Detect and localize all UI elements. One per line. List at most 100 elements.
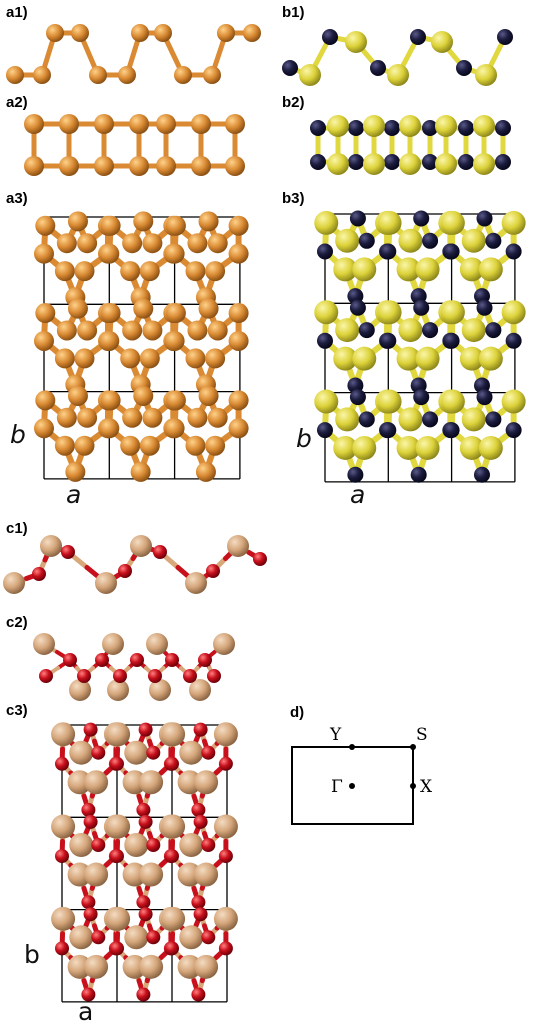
phosphorus-atom — [46, 24, 64, 42]
sulfur-atom — [396, 257, 421, 282]
dark-atom — [422, 120, 438, 136]
tan-atom — [177, 862, 202, 887]
tan-atom — [185, 572, 207, 594]
tan-atom — [40, 535, 62, 557]
phosphorus-atom — [228, 215, 249, 236]
sulfur-atom — [440, 389, 465, 414]
phosphorus-atom — [154, 24, 172, 42]
sulfur-atom — [435, 115, 457, 137]
phosphorus-atom — [99, 330, 120, 351]
sulfur-atom — [399, 153, 421, 175]
dark-atom — [317, 422, 333, 439]
red-atom — [91, 930, 106, 945]
tan-atom — [124, 832, 149, 857]
phosphorus-atom — [77, 407, 98, 428]
sulfur-atom — [398, 407, 423, 432]
sulfur-atom — [398, 228, 423, 253]
tan-atom — [51, 814, 76, 839]
dark-atom — [349, 389, 366, 406]
phosphorus-atom — [187, 407, 208, 428]
red-atom — [138, 814, 153, 829]
phosphorus-atom — [100, 390, 121, 411]
tan-atom — [194, 954, 219, 979]
sulfur-atom — [431, 31, 453, 53]
phosphorus-atom — [228, 390, 249, 411]
phosphorus-atom — [198, 211, 219, 232]
sulfur-atom — [299, 64, 321, 86]
phosphorus-atom — [228, 330, 249, 351]
sulfur-atom — [314, 389, 339, 414]
tan-atom — [67, 954, 92, 979]
dark-atom — [348, 154, 364, 170]
dark-atom — [485, 411, 502, 428]
red-atom — [136, 802, 151, 817]
tan-atom — [106, 906, 131, 931]
phosphorus-atom — [228, 303, 249, 324]
sulfur-atom — [501, 300, 526, 325]
dark-atom — [310, 154, 326, 170]
tan-atom — [84, 954, 109, 979]
sulfur-atom — [475, 64, 497, 86]
red-atom — [183, 669, 197, 683]
red-atom — [95, 653, 109, 667]
phosphorus-atom — [187, 320, 208, 341]
tan-atom — [179, 740, 204, 765]
phosphorus-atom — [217, 24, 235, 42]
sulfur-atom — [396, 346, 421, 371]
red-atom — [253, 552, 267, 566]
sulfur-atom — [473, 153, 495, 175]
axis-label-b-b3: b — [296, 424, 312, 453]
dark-atom — [458, 154, 474, 170]
sulfur-atom — [461, 407, 486, 432]
panel-label-c2: c2) — [6, 614, 28, 631]
phosphorus-atom — [142, 320, 163, 341]
tan-atom — [122, 954, 147, 979]
red-atom — [148, 669, 162, 683]
dark-atom — [497, 29, 513, 45]
sulfur-atom — [333, 346, 358, 371]
red-atom — [153, 545, 167, 559]
sulfur-atom — [327, 153, 349, 175]
sulfur-atom — [333, 435, 358, 460]
dark-atom — [413, 299, 430, 316]
dark-atom — [358, 322, 375, 339]
phosphorus-atom — [165, 390, 186, 411]
phosphorus-atom — [6, 66, 24, 84]
tan-atom — [122, 770, 147, 795]
dark-atom — [384, 120, 400, 136]
phosphorus-atom — [34, 418, 54, 439]
red-atom — [39, 669, 53, 683]
red-atom — [146, 837, 161, 852]
phosphorus-atom — [89, 66, 107, 84]
tan-atom — [161, 906, 186, 931]
dark-atom — [495, 120, 511, 136]
sulfur-atom — [335, 407, 360, 432]
phosphorus-atom — [77, 320, 98, 341]
sulfur-atom — [377, 210, 402, 235]
red-atom — [218, 941, 233, 956]
oxide-front-view — [33, 633, 235, 701]
tan-atom — [3, 572, 25, 594]
panel-label-b2: b2) — [282, 94, 305, 111]
dark-atom — [476, 389, 493, 406]
phosphorus-atom — [205, 435, 226, 456]
red-atom — [206, 564, 220, 578]
tan-atom — [139, 954, 164, 979]
phosphorus-atom — [129, 156, 149, 176]
phosphorus-atom — [142, 233, 163, 254]
tan-atom — [69, 925, 94, 950]
panel-label-a1: a1) — [6, 4, 28, 21]
phosphorus-atom — [77, 233, 98, 254]
tan-atom — [51, 906, 76, 931]
tan-atom — [177, 954, 202, 979]
tan-atom — [33, 633, 55, 655]
label-y: Y — [329, 725, 342, 745]
red-atom — [110, 941, 124, 956]
sulfur-atom — [478, 435, 503, 460]
sulfur-atom — [435, 153, 457, 175]
tan-atom — [213, 906, 238, 931]
phosphorus-atom — [198, 298, 219, 319]
phosphorus-atom — [122, 233, 143, 254]
sulfur-atom — [501, 389, 526, 414]
red-atom — [201, 837, 216, 852]
